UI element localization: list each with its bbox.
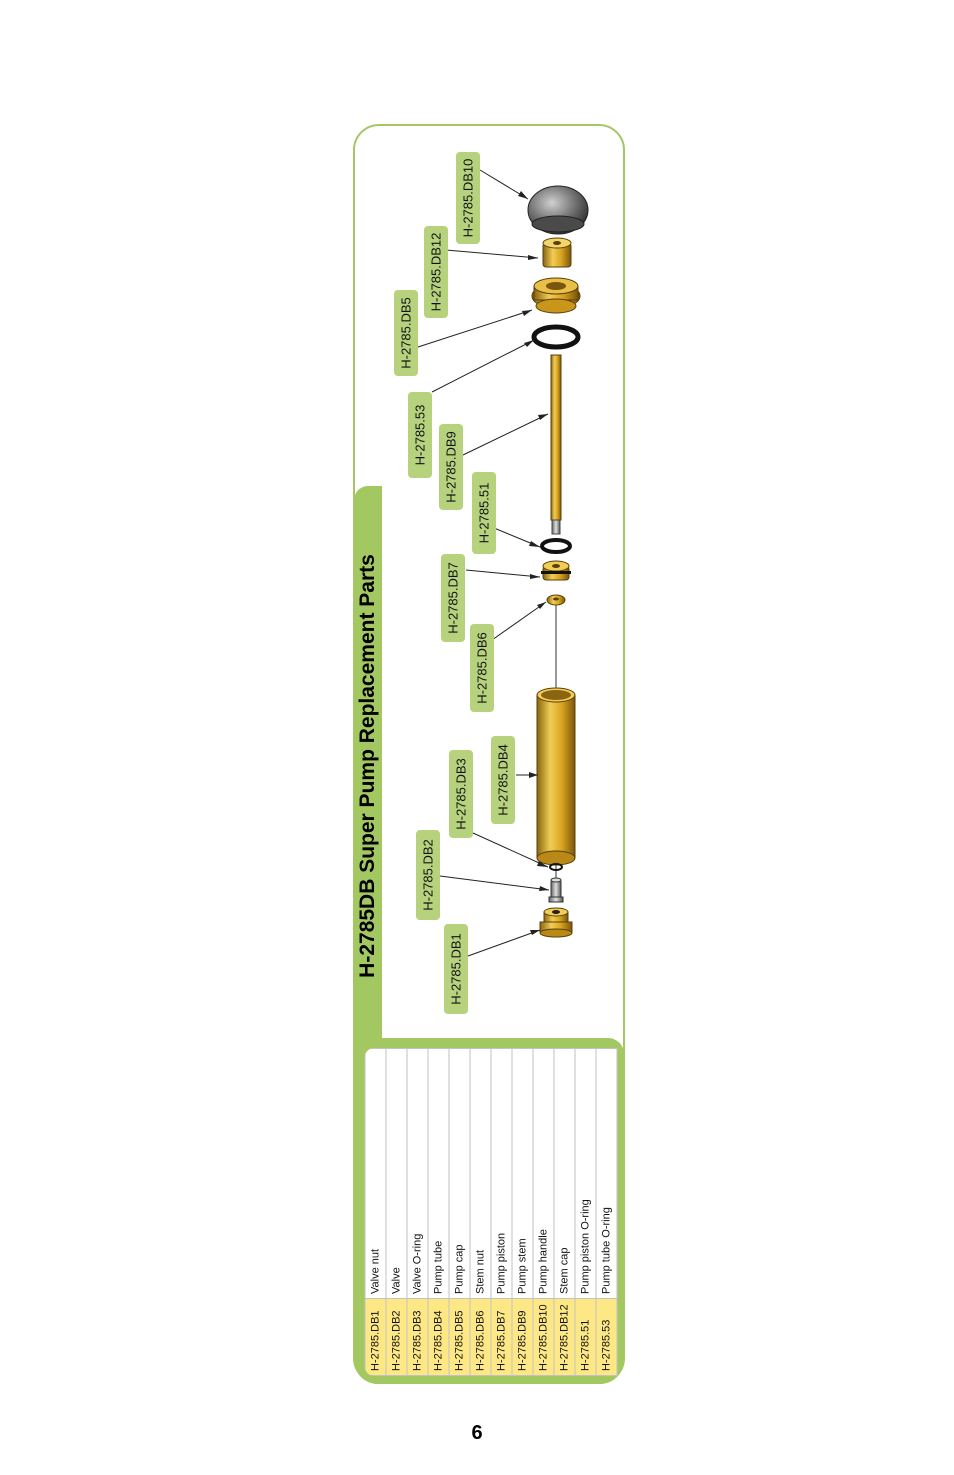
callout-label-text: H-2785.DB7 [445,562,461,634]
valve-part [548,877,564,903]
callout-label: H-2785.DB6 [470,624,494,712]
arrowhead-db2 [539,886,549,891]
callout-label: H-2785.DB12 [424,226,448,318]
callout-label: H-2785.DB1 [444,924,468,1014]
arrowhead-db9 [538,414,548,420]
callout-label: H-2785.DB2 [416,830,440,920]
pump-tube-o-ring-part [531,324,581,350]
callout-label: H-2785.DB9 [439,424,463,510]
leader-line-db7 [465,569,541,578]
callout-label-text: H-2785.53 [412,404,428,466]
callout-label: H-2785.DB10 [456,152,480,244]
callout-label-text: H-2785.DB5 [398,297,414,369]
leader-line-db9 [462,413,549,456]
arrowhead-db4 [529,772,538,778]
callout-label-text: H-2785.DB12 [428,232,444,312]
leader-line-db5 [417,309,533,348]
callout-label-text: H-2785.DB9 [443,431,459,503]
callout-label: H-2785.DB5 [394,290,418,376]
arrowhead-db7 [530,574,540,579]
pump-piston-part [541,560,571,581]
valve-nut-part [539,907,573,938]
leader-line-db2 [439,875,550,891]
callout-label: H-2785.DB3 [449,750,473,838]
pump-piston-o-ring-part [540,538,572,554]
arrowhead-db3 [537,861,548,867]
callout-label: H-2785.DB4 [491,736,515,824]
arrowhead-53 [524,340,534,347]
callout-label-text: H-2785.DB1 [448,933,464,1005]
callout-label-text: H-2785.DB4 [495,744,511,816]
leader-line-db12 [445,249,539,259]
callout-label: H-2785.51 [472,472,496,554]
arrowhead-db1 [530,930,540,935]
leader-line-db3 [472,832,549,868]
callout-label-text: H-2785.51 [476,482,492,544]
callout-label: H-2785.53 [408,392,432,478]
callout-label-text: H-2785.DB2 [420,839,436,911]
pump-stem-part [550,354,562,535]
arrowhead-db12 [528,255,538,260]
pump-handle-part [527,185,589,235]
callout-label-text: H-2785.DB6 [474,632,490,704]
arrowhead-db10 [518,191,528,199]
stem-nut-part [546,594,566,606]
arrowhead-db6 [537,602,546,609]
callout-label: H-2785.DB7 [441,554,465,642]
pump-tube-part [536,687,576,866]
stem-cap-part [542,237,572,268]
pump-cap-part [531,277,581,314]
arrowhead-51 [529,541,540,547]
valve-o-ring-part [549,863,563,871]
callout-label-text: H-2785.DB10 [460,158,476,238]
leader-line-db6 [491,601,547,641]
leader-line-db1 [467,929,541,957]
leader-line-53 [431,339,535,393]
callout-label-text: H-2785.DB3 [453,758,469,830]
arrowhead-db5 [522,310,532,316]
page-number: 6 [471,1422,483,1444]
